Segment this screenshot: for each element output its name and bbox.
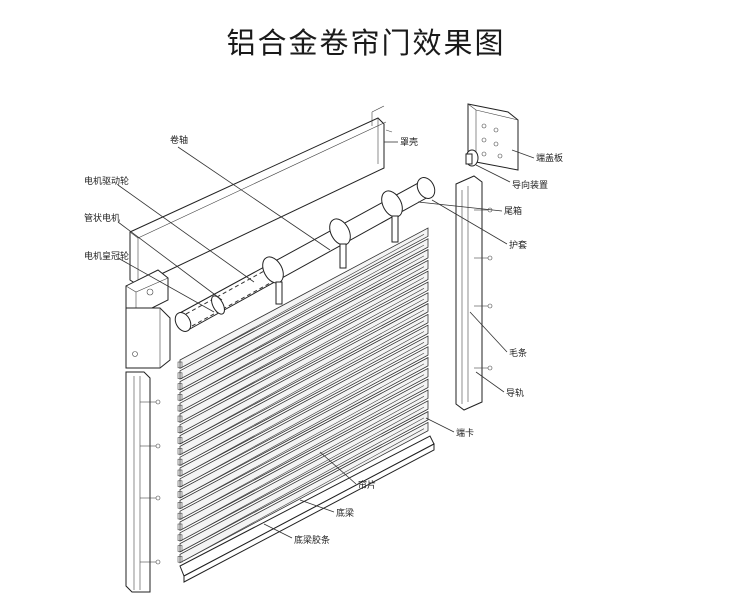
curtain-slat-endcap xyxy=(177,556,183,563)
label-husao: 护套 xyxy=(509,239,527,251)
curtain-slat xyxy=(179,400,429,542)
curtain-slat xyxy=(179,302,429,445)
left-guide-rail xyxy=(125,371,161,593)
label-guanzhuang-dianji: 管状电机 xyxy=(84,212,120,224)
curtain-slat-endcap xyxy=(177,534,183,541)
label-lianpian: 帘片 xyxy=(358,479,376,491)
curtain-slat-groove xyxy=(183,277,425,410)
curtain-slat-endcap xyxy=(177,491,183,498)
curtain-slat-endcap xyxy=(177,415,183,423)
curtain-slat-endcap xyxy=(177,502,183,509)
curtain-slat xyxy=(179,281,429,423)
curtain-slat xyxy=(179,227,429,369)
curtain-slat-endcap xyxy=(177,458,183,466)
curtain-slat xyxy=(179,248,429,391)
curtain-slat-endcap xyxy=(177,437,183,444)
label-daogui: 导轨 xyxy=(506,387,524,399)
label-juanzhou: 卷轴 xyxy=(170,134,188,146)
curtain-slat-endcap xyxy=(177,545,183,552)
label-diliang: 底梁 xyxy=(336,507,354,519)
curtain-slat-groove xyxy=(183,234,425,367)
curtain-slat xyxy=(179,324,429,467)
label-duanka: 端卡 xyxy=(456,427,474,439)
label-diliang-jiaotiao: 底梁胶条 xyxy=(294,534,330,546)
curtain-slat-endcap xyxy=(177,512,183,520)
curtain-slat-groove xyxy=(183,396,425,529)
curtain-slat-groove xyxy=(183,309,425,443)
curtain-slat xyxy=(179,238,429,380)
curtain-slat-groove xyxy=(183,374,425,507)
curtain-slat-groove xyxy=(183,244,425,378)
right-guide-rail xyxy=(455,175,493,411)
roller-shaft xyxy=(174,177,436,332)
curtain-slat-groove xyxy=(183,417,425,551)
leader-lines xyxy=(117,141,535,539)
curtain-slat-groove xyxy=(183,320,425,453)
curtain-slat-groove xyxy=(183,288,425,421)
curtain-slat xyxy=(179,346,429,488)
label-daoxiang: 导向装置 xyxy=(512,179,548,191)
curtain-slat-endcap xyxy=(177,383,183,390)
label-duangaiban: 端盖板 xyxy=(536,152,563,164)
curtain-slat-groove xyxy=(183,342,425,475)
curtain-slat xyxy=(179,335,429,477)
curtain-slat xyxy=(179,389,429,531)
curtain-slat xyxy=(179,378,429,521)
curtain-slat-endcap xyxy=(177,394,183,401)
part-labels: 卷轴 罩壳 端盖板 电机驱动轮 导向装置 尾箱 管状电机 护套 电机皇冠轮 毛条… xyxy=(84,134,563,546)
curtain-slat-endcap xyxy=(177,426,183,433)
curtain-slats xyxy=(177,227,429,564)
label-weixiang: 尾箱 xyxy=(504,205,522,217)
curtain-slat-endcap xyxy=(177,361,183,369)
curtain-slat xyxy=(179,367,429,510)
curtain-slat xyxy=(179,259,429,402)
curtain-slat-endcap xyxy=(177,523,183,531)
curtain-slat-endcap xyxy=(177,469,183,477)
curtain-slat xyxy=(179,292,429,434)
curtain-slat-groove xyxy=(183,363,425,497)
curtain-slat xyxy=(179,313,429,456)
curtain-slat xyxy=(179,410,429,553)
curtain-slat-groove xyxy=(183,255,425,389)
curtain-slat xyxy=(179,356,429,499)
label-maotiao: 毛条 xyxy=(509,347,527,359)
curtain-slat xyxy=(179,270,429,413)
label-dianji-zhiyanlun: 电机皇冠轮 xyxy=(84,250,129,262)
curtain-slat-groove xyxy=(183,428,425,561)
curtain-slat-endcap xyxy=(177,480,183,487)
curtain-slat-groove xyxy=(183,298,425,432)
curtain-slat-endcap xyxy=(177,372,183,379)
curtain-slat-groove xyxy=(183,385,425,518)
curtain-slat-groove xyxy=(183,266,425,399)
curtain-slat xyxy=(179,421,429,564)
curtain-slat-groove xyxy=(183,352,425,486)
label-zhaoke: 罩壳 xyxy=(400,136,418,148)
bottom-beam xyxy=(179,435,435,583)
curtain-slat-groove xyxy=(183,406,425,540)
curtain-slat-groove xyxy=(183,331,425,464)
curtain-slat-endcap xyxy=(177,448,183,455)
page-title: 铝合金卷帘门效果图 xyxy=(226,26,506,60)
cover-box xyxy=(129,105,393,286)
right-end-cover-plate xyxy=(465,103,519,171)
label-dianji-qudong: 电机驱动轮 xyxy=(84,175,129,187)
left-end-plate xyxy=(125,307,171,369)
curtain-slat-endcap xyxy=(177,404,183,412)
